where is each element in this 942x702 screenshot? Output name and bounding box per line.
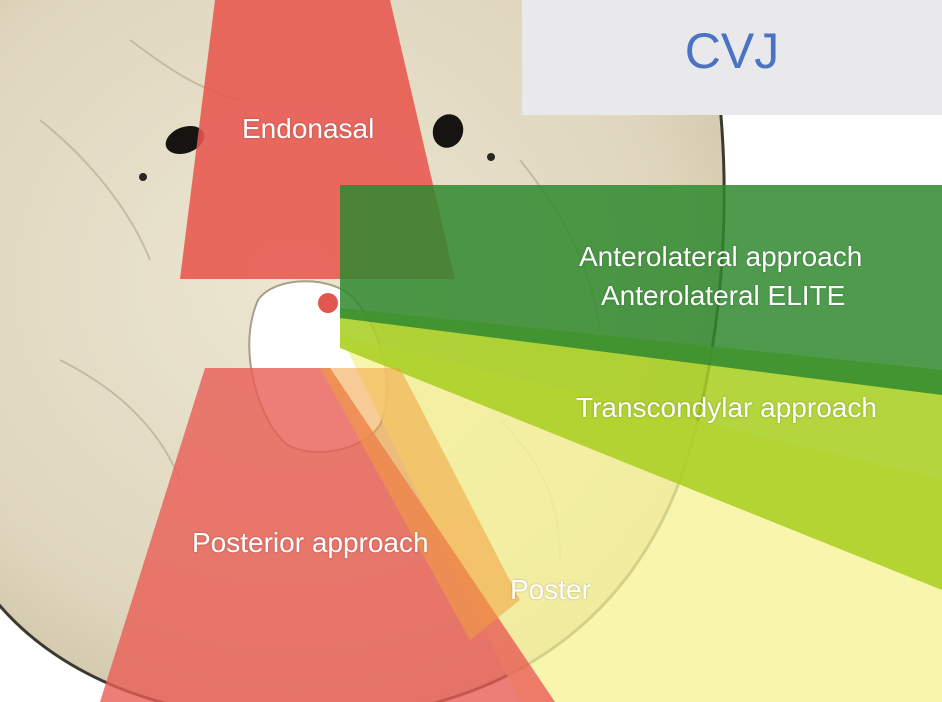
posterior-region — [100, 368, 555, 702]
slide-title: CVJ — [684, 23, 780, 79]
anterolateral-region — [340, 185, 942, 395]
overlap-accent — [320, 368, 520, 640]
label-posterolateral-partial: Poster — [510, 574, 591, 605]
label-endonasal: Endonasal — [242, 113, 375, 144]
transcondylar-region — [340, 308, 942, 590]
foramen-right — [432, 114, 464, 148]
foramen-small-right — [487, 153, 495, 161]
foramen-left — [165, 125, 205, 155]
label-anterolateral-approach: Anterolateral approach — [579, 241, 863, 272]
label-transcondylar: Transcondylar approach — [576, 392, 877, 423]
foramen-small-left — [139, 173, 147, 181]
dens-marker — [318, 293, 338, 313]
label-anterolateral-elite: Anterolateral ELITE — [601, 280, 846, 311]
label-posterior-approach: Posterior approach — [192, 527, 429, 558]
title-box: CVJ — [522, 0, 942, 115]
